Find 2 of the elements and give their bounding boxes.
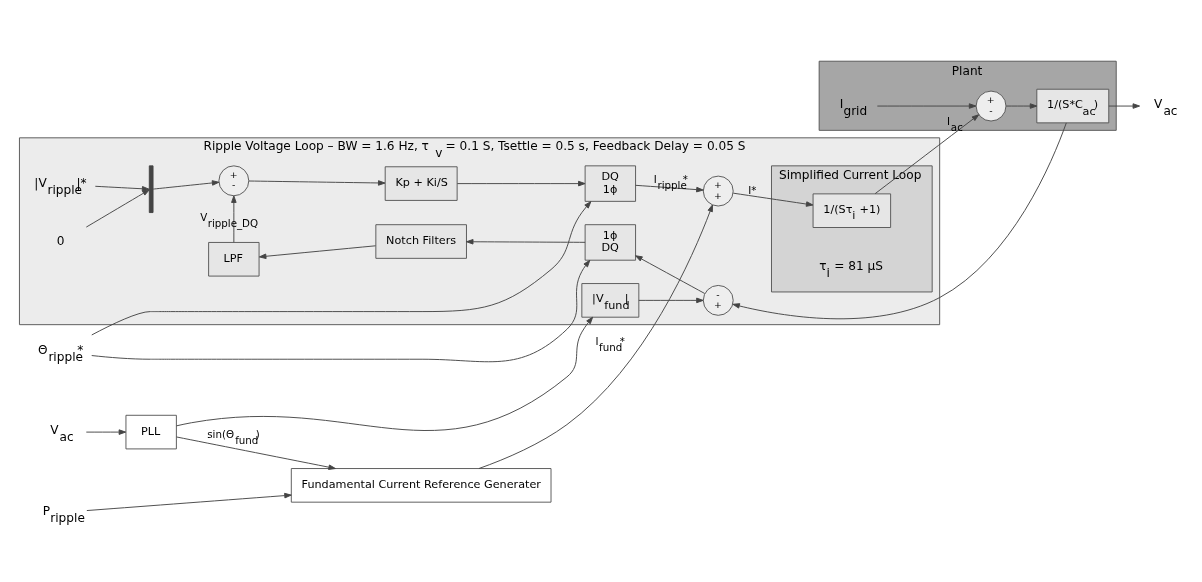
edge-label: I* xyxy=(748,183,757,196)
node-text: 0 xyxy=(56,233,65,248)
